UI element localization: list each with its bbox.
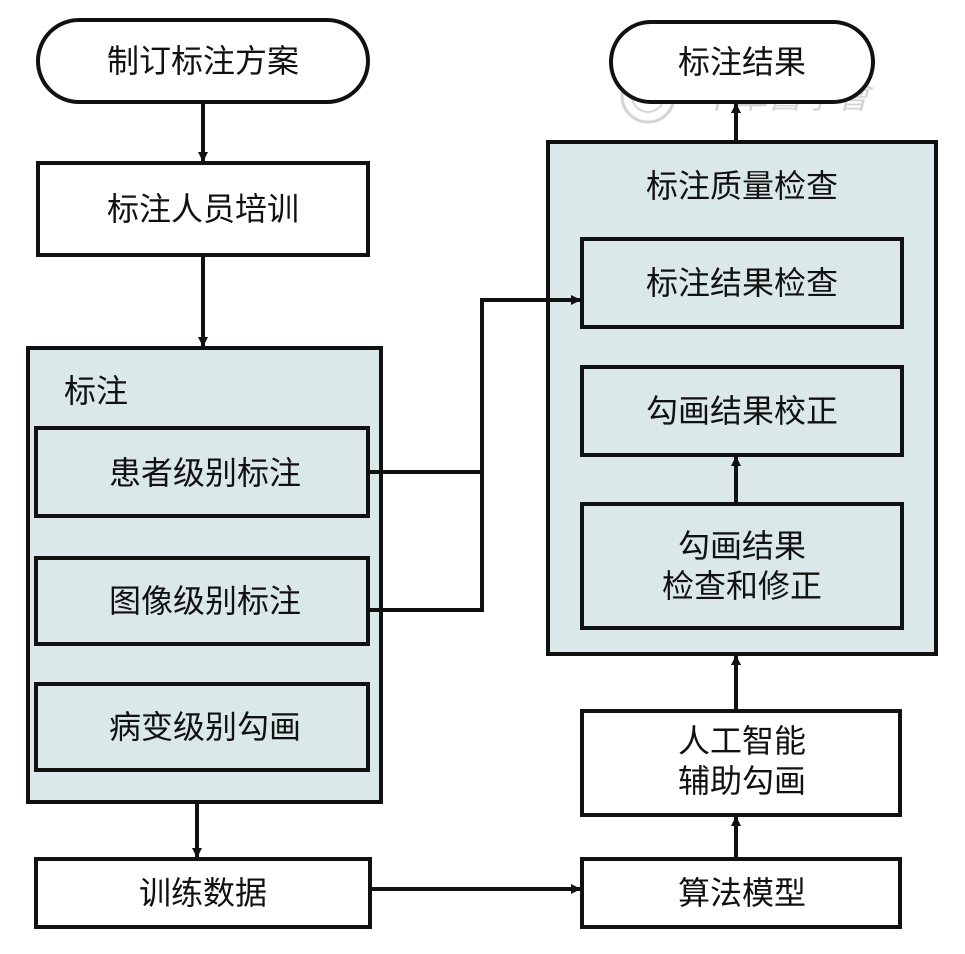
- node-image-level-label: 图像级别标注: [109, 582, 301, 620]
- node-train-data: [34, 857, 372, 929]
- node-algorithm: [580, 857, 902, 929]
- node-contour-check-label-1: 勾画结果: [678, 527, 806, 565]
- node-contour-correct: [580, 365, 904, 457]
- edge-image-level-to-result-check: [368, 472, 484, 612]
- node-lesion-level: [34, 682, 370, 772]
- group-qc-label: 标注质量检查: [646, 167, 838, 205]
- node-contour-correct-label: 勾画结果校正: [646, 392, 838, 430]
- node-result-label: 标注结果: [678, 43, 806, 81]
- node-patient-level: [34, 426, 370, 518]
- node-algorithm-label: 算法模型: [678, 874, 806, 912]
- node-training-label: 标注人员培训: [107, 190, 299, 228]
- node-ai-assist-label-2: 辅助勾画: [678, 762, 806, 800]
- node-result: [609, 20, 875, 104]
- node-train-data-label: 训练数据: [139, 874, 267, 912]
- node-ai-assist: [580, 709, 902, 817]
- node-lesion-level-label: 病变级别勾画: [109, 708, 301, 746]
- node-ai-assist-label-1: 人工智能: [678, 722, 806, 760]
- node-image-level: [34, 556, 370, 646]
- node-patient-level-label: 患者级别标注: [109, 454, 301, 492]
- node-contour-check: [580, 502, 904, 630]
- node-plan-label: 制订标注方案: [107, 42, 299, 80]
- node-result-check: [580, 237, 904, 329]
- node-result-check-label: 标注结果检查: [646, 264, 838, 302]
- group-annotation-label: 标注: [64, 372, 128, 410]
- node-contour-check-label-2: 检查和修正: [662, 567, 822, 605]
- edge-patient-level-to-result-check: [368, 295, 581, 474]
